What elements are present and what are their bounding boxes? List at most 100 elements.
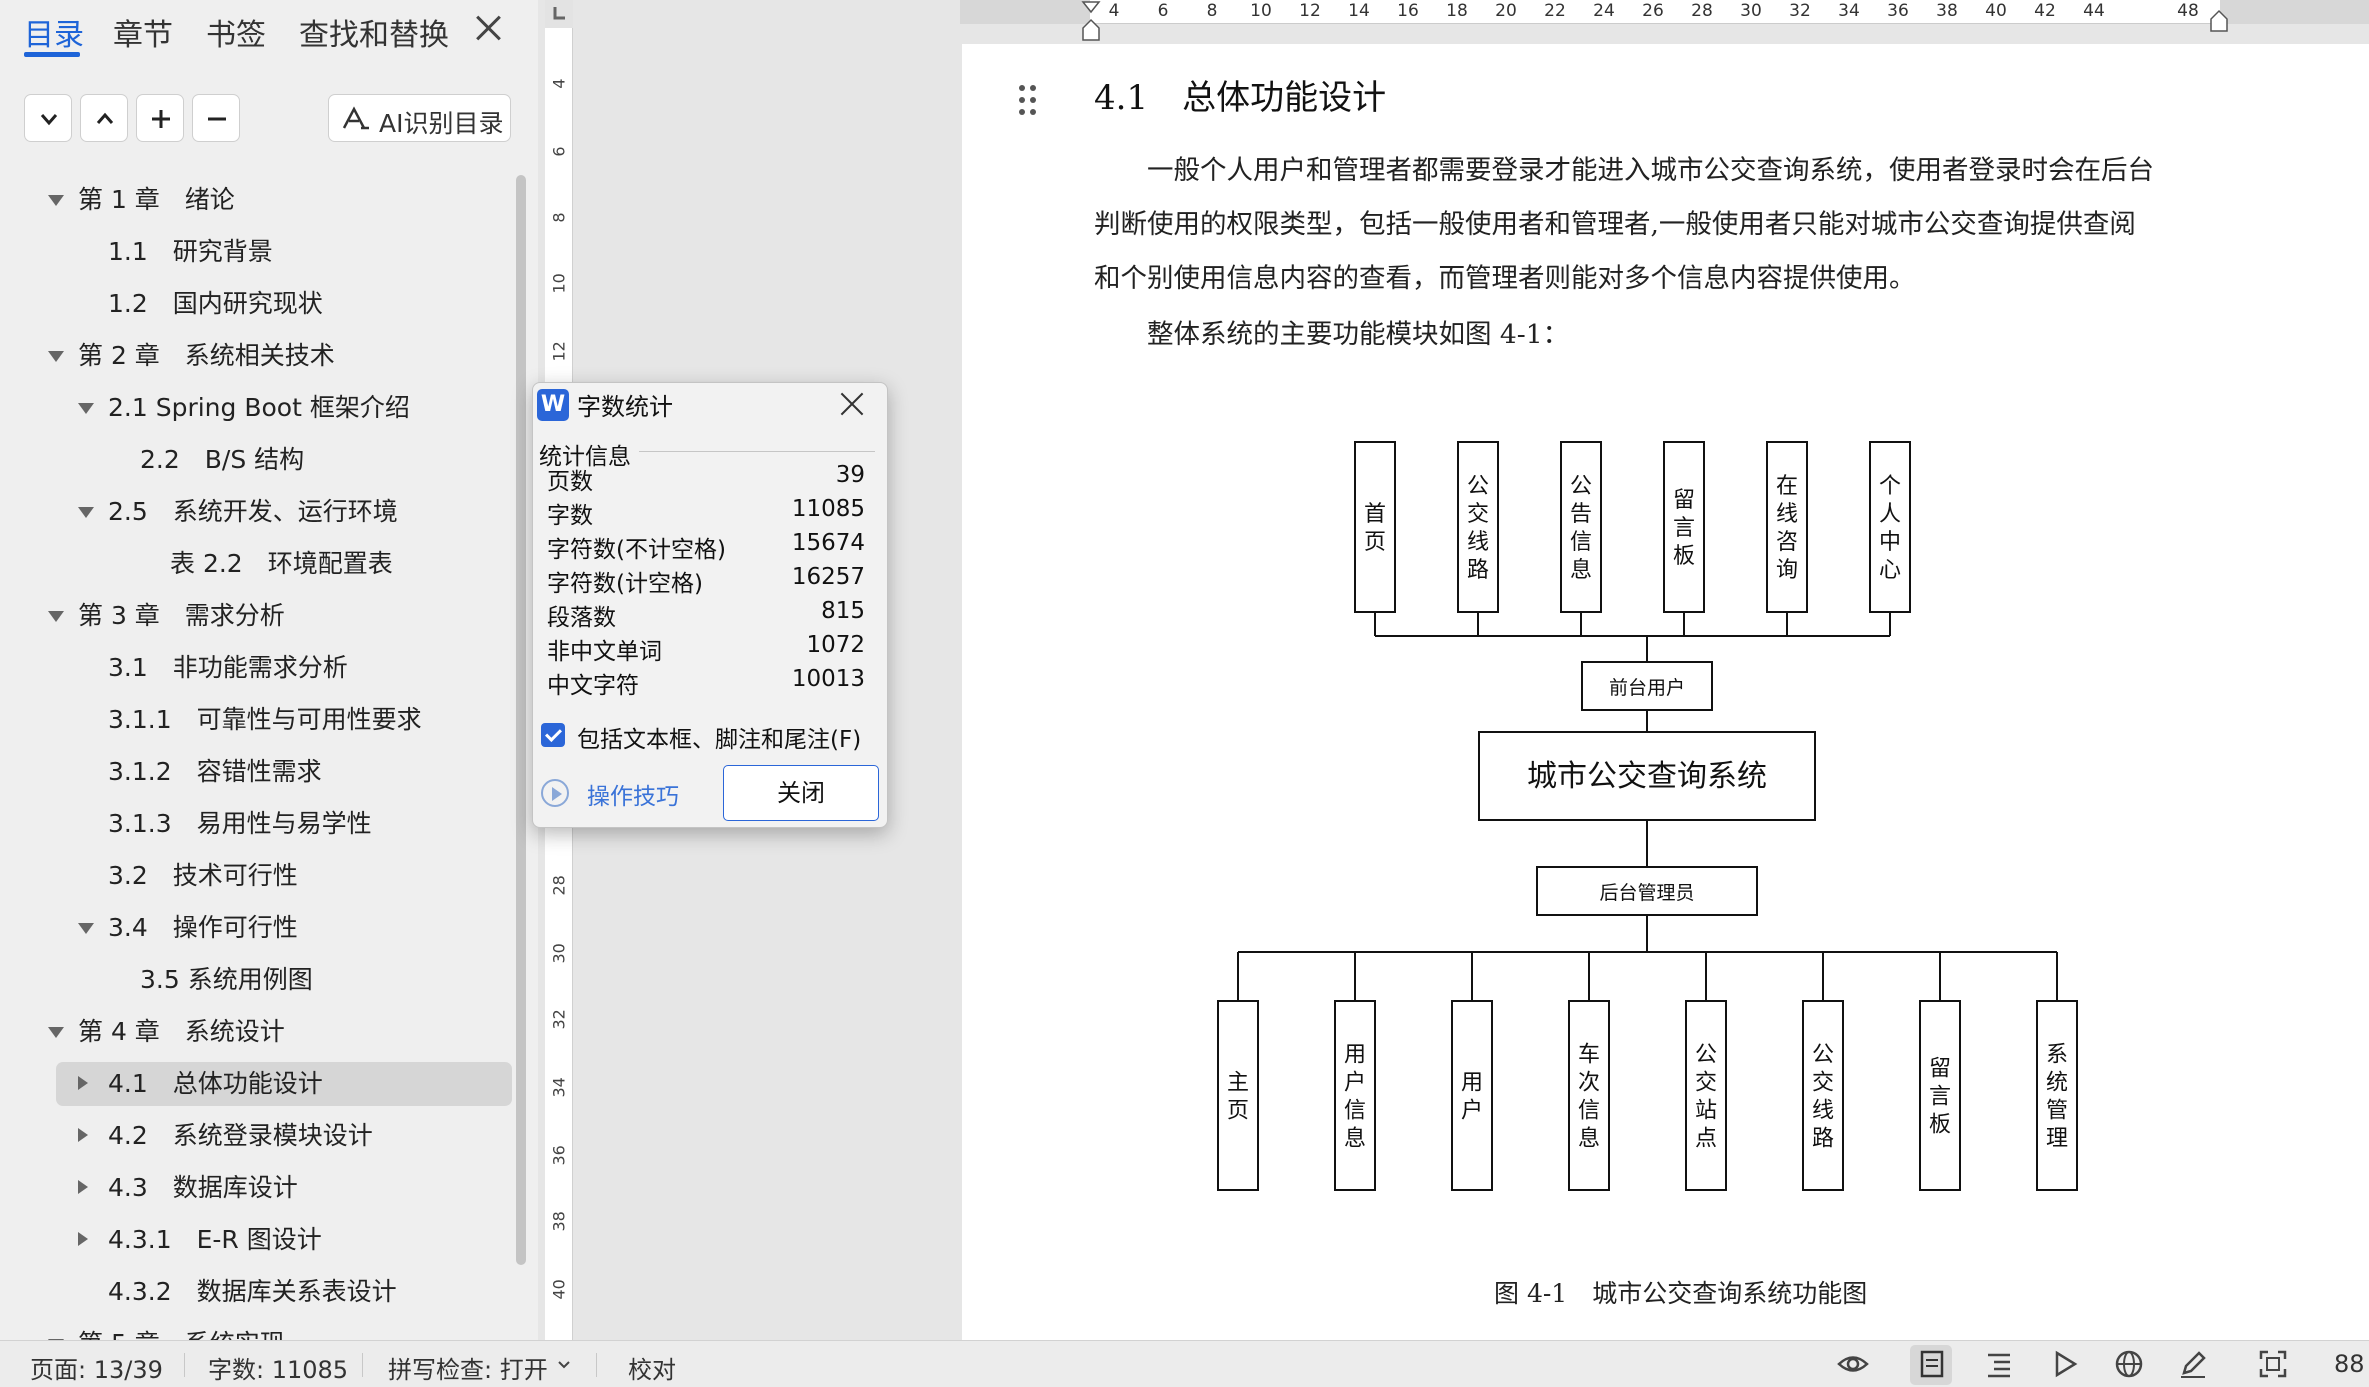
toc-item[interactable]: 1.2 国内研究现状	[0, 282, 510, 326]
play-icon[interactable]	[2050, 1349, 2080, 1379]
toc-item[interactable]: 4.1 总体功能设计	[56, 1062, 512, 1106]
pen-icon[interactable]	[2178, 1349, 2208, 1379]
tips-link[interactable]: 操作技巧	[541, 776, 691, 812]
first-line-indent-marker[interactable]	[1076, 0, 1106, 44]
toc-item-label: 4.3.2 数据库关系表设计	[108, 1277, 397, 1306]
module-label: 信	[1578, 1098, 1600, 1123]
module-label: 点	[1695, 1126, 1717, 1151]
collapsed-caret-icon[interactable]	[78, 1180, 88, 1194]
collapsed-caret-icon[interactable]	[78, 1076, 88, 1090]
tab-chapters[interactable]: 章节	[113, 18, 173, 53]
toc-scrollbar[interactable]	[516, 175, 526, 1265]
toc-item[interactable]: 3.2 技术可行性	[0, 854, 510, 898]
ruler-tick-label: 28	[1691, 1, 1713, 21]
stat-value: 15674	[791, 530, 865, 556]
toc-item[interactable]: 3.1.2 容错性需求	[0, 750, 510, 794]
ruler-tick-label: 32	[549, 1009, 569, 1030]
module-label: 息	[1570, 558, 1592, 583]
outline-view-icon[interactable]	[1984, 1349, 2014, 1379]
include-textbox-checkbox[interactable]	[541, 723, 565, 747]
module-label: 户	[1344, 1070, 1366, 1095]
page-indicator[interactable]: 页面: 13/39	[30, 1356, 163, 1384]
word-count-indicator[interactable]: 字数: 11085	[208, 1356, 349, 1384]
toc-item-label: 3.1 非功能需求分析	[108, 653, 348, 682]
module-box	[1685, 1000, 1727, 1191]
tab-bookmarks[interactable]: 书签	[206, 18, 266, 53]
expanded-caret-icon[interactable]	[48, 611, 64, 622]
remove-heading-button[interactable]	[192, 94, 240, 142]
toc-item[interactable]: 第 3 章 需求分析	[0, 594, 510, 638]
module-box	[1802, 1000, 1844, 1191]
module-label: 交	[1812, 1070, 1834, 1095]
toc-item[interactable]: 第 2 章 系统相关技术	[0, 334, 510, 378]
fit-window-icon[interactable]	[2258, 1349, 2288, 1379]
tab-toc[interactable]: 目录	[24, 18, 84, 53]
collapsed-caret-icon[interactable]	[78, 1128, 88, 1142]
module-label: 板	[1673, 544, 1695, 569]
toc-item[interactable]: 4.3.1 E-R 图设计	[0, 1218, 510, 1262]
ruler-tick-label: 30	[1740, 1, 1762, 21]
add-heading-button[interactable]	[136, 94, 184, 142]
module-box	[1334, 1000, 1376, 1191]
stat-label: 字数	[547, 503, 593, 529]
ruler-tick-label: 38	[549, 1211, 569, 1232]
proofread-button[interactable]: 校对	[628, 1356, 676, 1384]
toc-item[interactable]: 2.1 Spring Boot 框架介绍	[0, 386, 510, 430]
divider	[596, 1353, 597, 1377]
ruler-corner-button[interactable]	[545, 0, 573, 28]
module-label: 线	[1467, 530, 1489, 555]
chevron-down-icon[interactable]	[556, 1359, 572, 1371]
divider	[184, 1353, 185, 1377]
tab-find-replace[interactable]: 查找和替换	[299, 18, 449, 53]
expanded-caret-icon[interactable]	[48, 1027, 64, 1038]
toc-item[interactable]: 3.1 非功能需求分析	[0, 646, 510, 690]
toc-item[interactable]: 2.2 B/S 结构	[0, 438, 510, 482]
toc-item[interactable]: 2.5 系统开发、运行环境	[0, 490, 510, 534]
dialog-close-icon[interactable]	[839, 391, 865, 417]
expanded-caret-icon[interactable]	[48, 195, 64, 206]
toc-item[interactable]: 3.1.3 易用性与易学性	[0, 802, 510, 846]
active-tab-indicator	[24, 52, 80, 57]
module-box	[1568, 1000, 1610, 1191]
module-label: 页	[1364, 530, 1386, 555]
zoom-level[interactable]: 88	[2334, 1350, 2365, 1378]
close-pane-icon[interactable]	[472, 12, 504, 44]
eye-icon[interactable]	[1836, 1349, 1870, 1379]
close-button[interactable]: 关闭	[723, 765, 879, 821]
collapsed-caret-icon[interactable]	[78, 1232, 88, 1246]
figure-caption: 图 4-1 城市公交查询系统功能图	[1494, 1279, 1868, 1308]
stat-value: 815	[821, 598, 865, 624]
module-label: 系	[2046, 1042, 2068, 1067]
right-indent-marker[interactable]	[2206, 8, 2232, 34]
toc-item-label: 4.3.1 E-R 图设计	[108, 1225, 322, 1254]
toc-item-label: 3.2 技术可行性	[108, 861, 298, 890]
toc-item[interactable]: 4.3.2 数据库关系表设计	[0, 1270, 510, 1314]
page-view-icon[interactable]	[1918, 1349, 1946, 1379]
ai-toc-button[interactable]: AI识别目录	[328, 94, 511, 142]
toc-item[interactable]: 3.4 操作可行性	[0, 906, 510, 950]
include-textbox-label[interactable]: 包括文本框、脚注和尾注(F)	[577, 727, 862, 753]
ruler-tick-label: 26	[1642, 1, 1664, 21]
globe-icon[interactable]	[2114, 1349, 2144, 1379]
expanded-caret-icon[interactable]	[78, 403, 94, 414]
spell-check-toggle[interactable]: 拼写检查: 打开	[388, 1356, 548, 1384]
chevron-down-icon	[40, 114, 58, 126]
collapse-down-button[interactable]	[24, 94, 72, 142]
toc-item[interactable]: 1.1 研究背景	[0, 230, 510, 274]
expanded-caret-icon[interactable]	[78, 923, 94, 934]
toc-item[interactable]: 4.3 数据库设计	[0, 1166, 510, 1210]
module-label: 用	[1344, 1042, 1366, 1067]
toc-item[interactable]: 表 2.2 环境配置表	[0, 542, 510, 586]
expanded-caret-icon[interactable]	[48, 351, 64, 362]
toc-item[interactable]: 3.1.1 可靠性与可用性要求	[0, 698, 510, 742]
drag-handle-icon[interactable]	[1018, 84, 1038, 118]
toc-item[interactable]: 4.2 系统登录模块设计	[0, 1114, 510, 1158]
toc-item[interactable]: 第 1 章 绪论	[0, 178, 510, 222]
toc-item[interactable]: 第 4 章 系统设计	[0, 1010, 510, 1054]
document-page[interactable]: 4.1 总体功能设计 一般个人用户和管理者都需要登录才能进入城市公交查询系统，使…	[962, 44, 2369, 1340]
collapse-up-button[interactable]	[80, 94, 128, 142]
ruler-tick-label: 42	[2034, 1, 2056, 21]
toc-item[interactable]: 3.5 系统用例图	[0, 958, 510, 1002]
expanded-caret-icon[interactable]	[78, 507, 94, 518]
